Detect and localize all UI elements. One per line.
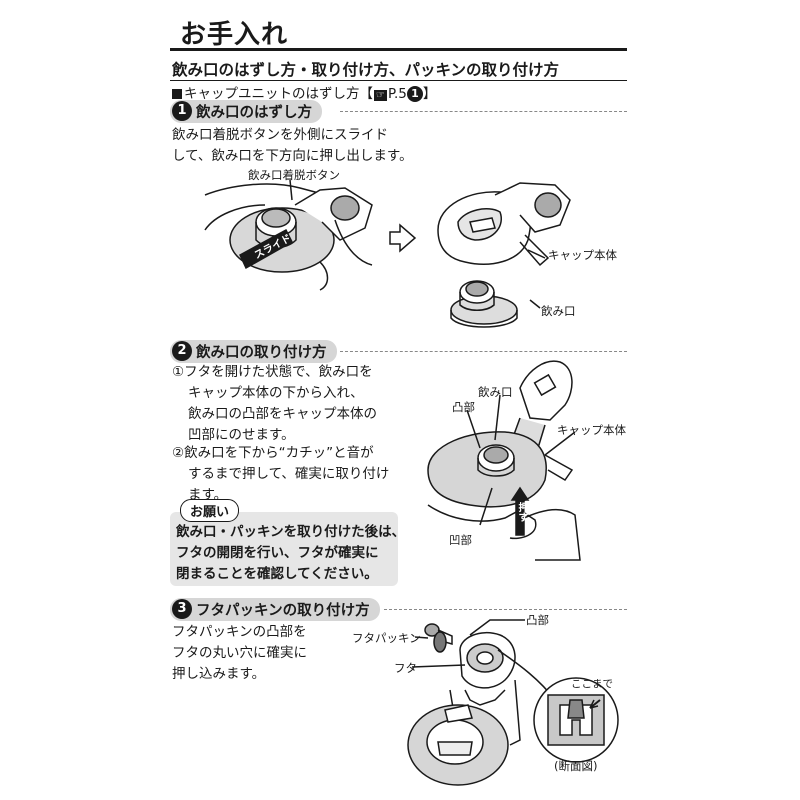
section3-divider [384,609,627,610]
step1-line-1: フタを開けた状態で、飲み口を [184,364,373,380]
subtitle-rule [170,80,627,81]
reference-text: キャップユニットのはずし方【 [184,86,373,102]
section2-step-2: ②飲み口を下から“カチッ”と音が するまで押して、確実に取り付け ます。 [172,443,389,506]
section3-line-2: フタの丸い穴に確実に [172,645,307,661]
label-cap-body-1: キャップ本体 [548,248,617,262]
label-mouthpiece-2: 飲み口 [478,385,513,399]
step1-line-3: 飲み口の凸部をキャップ本体の [188,406,377,422]
section2-divider [340,351,627,352]
label-push: 押す [516,502,527,522]
label-cap-body-2: キャップ本体 [557,423,626,437]
note-line-1: 飲み口・パッキンを取り付けた後は、 [176,524,406,540]
label-convex-2: 凸部 [452,400,475,414]
section2-step-1: ①フタを開けた状態で、飲み口を キャップ本体の下から入れ、 飲み口の凸部をキャッ… [172,362,377,446]
note-text: 飲み口・パッキンを取り付けた後は、 フタの開閉を行い、フタが確実に 閉まることを… [176,522,405,585]
section2-number: 2 [172,341,192,361]
step1-line-4: 凹部にのせます。 [188,427,295,443]
section3-title: フタパッキンの取り付け方 [196,602,370,619]
section1-number: 1 [172,101,192,121]
section3-line-1: フタパッキンの凸部を [172,624,307,640]
section1-title: 飲み口のはずし方 [196,104,312,121]
page-subtitle: 飲み口のはずし方・取り付け方、パッキンの取り付け方 [172,61,560,79]
note-tag: お願い [180,499,240,522]
page-title: お手入れ [180,20,289,50]
section1-text: 飲み口着脱ボタンを外側にスライド して、飲み口を下方向に押し出します。 [172,125,413,167]
step2-line-2: するまで押して、確実に取り付け [188,466,390,482]
pointing-hand-icon: ☞ [374,90,387,101]
section3-line-3: 押し込みます。 [172,666,266,682]
note-line-2: フタの開閉を行い、フタが確実に [176,545,379,561]
label-mouthpiece-release-button: 飲み口着脱ボタン [248,168,340,182]
label-up-to-here: ここまで [571,678,613,690]
label-concave: 凹部 [449,533,472,547]
reference-circle-number: 1 [406,86,423,102]
step2-marker: ② [172,445,185,461]
reference-page: P.5 [387,86,407,102]
step1-marker: ① [172,364,185,380]
square-bullet-icon [172,89,182,99]
step2-line-1: 飲み口を下から“カチッ”と音が [184,445,374,461]
step1-line-2: キャップ本体の下から入れ、 [188,385,364,401]
section1-line-2: して、飲み口を下方向に押し出します。 [172,148,413,164]
section2-title: 飲み口の取り付け方 [196,344,327,361]
section1-divider [340,111,627,112]
label-mouthpiece-1: 飲み口 [541,304,576,318]
label-cross-section: (断面図) [554,759,598,773]
note-line-3: 閉まることを確認してください。 [176,566,378,582]
label-lid-packing: フタパッキン [352,631,421,645]
section3-text: フタパッキンの凸部を フタの丸い穴に確実に 押し込みます。 [172,622,307,685]
section3-number: 3 [172,599,192,619]
note-box [170,512,398,586]
title-rule [170,48,627,51]
label-lid: フタ [394,661,417,675]
label-convex-3: 凸部 [526,613,549,627]
section1-line-1: 飲み口着脱ボタンを外側にスライド [172,127,388,143]
reference-close: 】 [422,86,437,102]
